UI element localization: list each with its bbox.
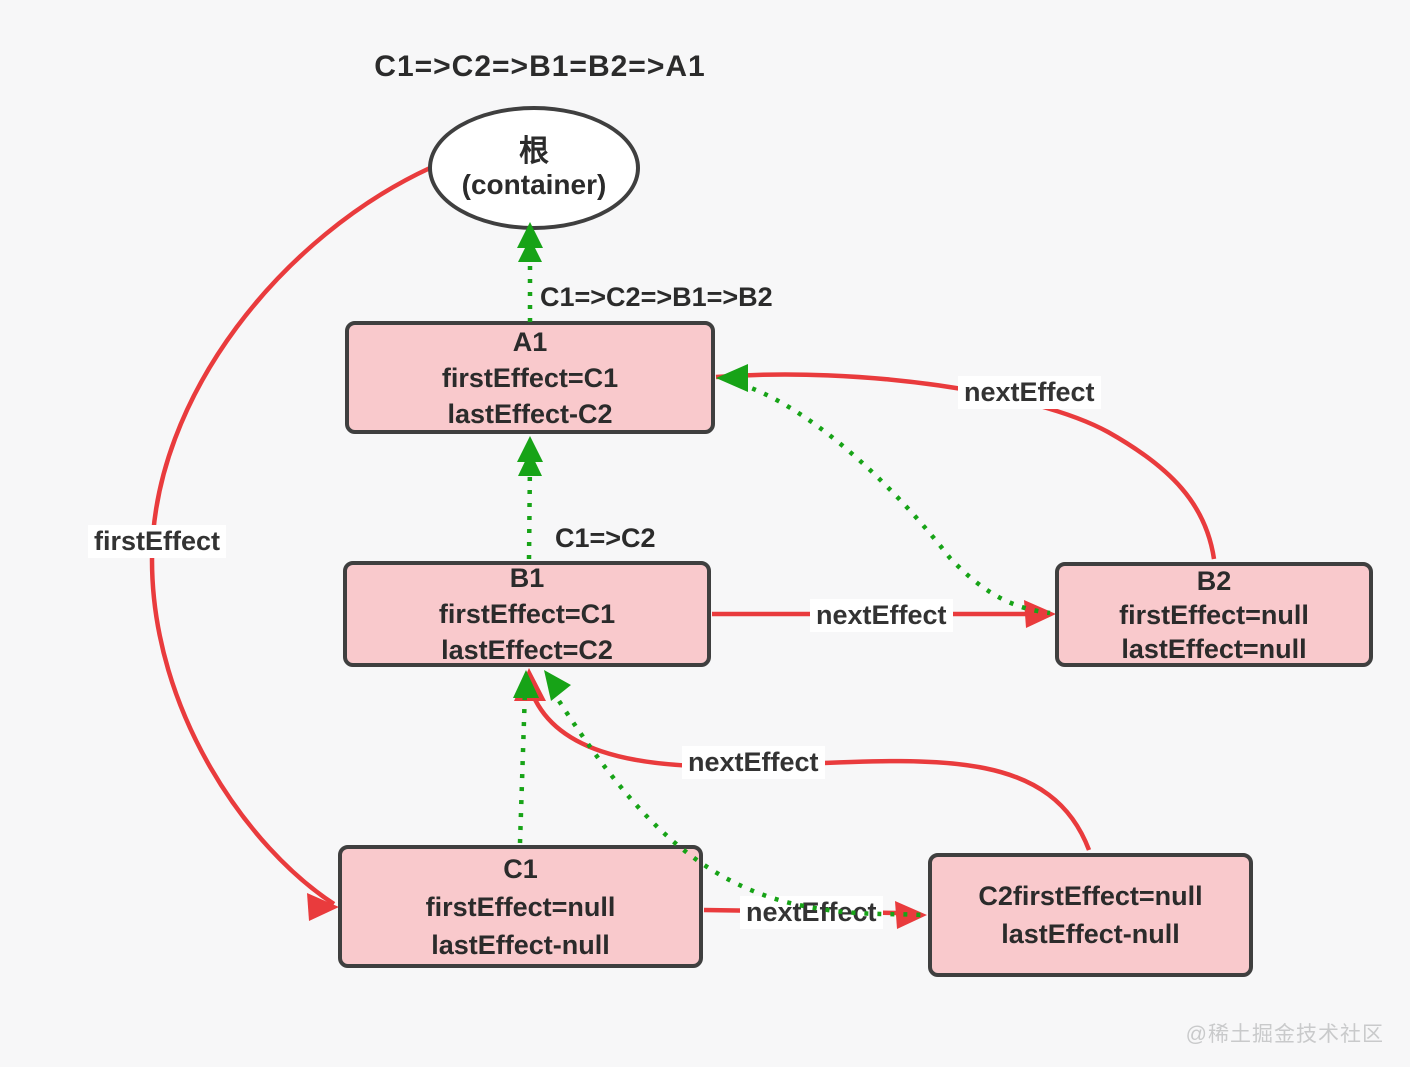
label-nexteffect-b1-b2: nextEffect: [810, 599, 953, 632]
label-nexteffect-c2-b1: nextEffect: [682, 746, 825, 779]
b2-lasteffect: lastEffect=null: [1121, 633, 1307, 664]
edge-b1-return-to-a1: [526, 459, 533, 560]
c1-firsteffect: firstEffect=null: [425, 891, 616, 922]
label-firsteffect: firstEffect: [88, 525, 227, 558]
root-label-en: (container): [461, 169, 607, 200]
fiber-node-a1: A1 firstEffect=C1 lastEffect-C2: [345, 321, 715, 434]
b1-firsteffect: firstEffect=C1: [438, 599, 616, 629]
fiber-node-b1: B1 firstEffect=C1 lastEffect=C2: [343, 561, 711, 667]
fiber-node-b2: B2 firstEffect=null lastEffect=null: [1055, 562, 1373, 667]
arrowhead-into-a1-right: [716, 364, 748, 392]
arrowhead-into-root-2: [518, 238, 542, 262]
edge-b2-return-to-a1: [739, 381, 1051, 616]
arrowhead-into-c2: [895, 901, 927, 929]
fiber-node-c1: C1 firstEffect=null lastEffect-null: [338, 845, 703, 968]
arrowhead-into-c1: [307, 893, 339, 921]
label-nexteffect-c1-c2: nextEffect: [740, 896, 883, 929]
b2-firsteffect: firstEffect=null: [1119, 599, 1309, 630]
c1-lasteffect: lastEffect-null: [431, 929, 610, 960]
root-container-node: 根 (container): [428, 106, 640, 230]
a1-title: A1: [512, 326, 548, 357]
arrowhead-into-a1-bottom-2: [518, 451, 542, 476]
arrowhead-into-a1-bottom: [517, 436, 543, 462]
arrowhead-into-b2: [1024, 600, 1056, 628]
c2-lasteffect: lastEffect-null: [1001, 919, 1180, 949]
a1-lasteffect: lastEffect-C2: [447, 398, 613, 429]
root-label-zh: 根: [519, 135, 549, 168]
arrowhead-into-b1-green: [513, 670, 539, 698]
arrowhead-into-b1-red: [514, 668, 546, 701]
a1-firsteffect: firstEffect=C1: [441, 362, 619, 393]
fiber-node-c2: C2firstEffect=null lastEffect-null: [928, 853, 1253, 977]
c1-title: C1: [503, 853, 538, 884]
arrowhead-into-b1-diagonal: [544, 670, 571, 701]
label-nexteffect-b2-a1: nextEffect: [958, 376, 1101, 409]
b2-title: B2: [1196, 565, 1232, 596]
b1-lasteffect: lastEffect=C2: [441, 635, 613, 665]
b1-title: B1: [509, 563, 545, 593]
label-b1-effect-list: C1=>C2: [555, 523, 656, 553]
watermark: @稀土掘金技术社区: [1185, 1023, 1384, 1046]
label-a1-effect-list: C1=>C2=>B1=>B2: [540, 282, 773, 312]
edge-c1-return-to-b1: [517, 689, 528, 844]
c2-firsteffect: C2firstEffect=null: [978, 881, 1203, 911]
effect-list-title: C1=>C2=>B1=B2=>A1: [374, 50, 706, 83]
